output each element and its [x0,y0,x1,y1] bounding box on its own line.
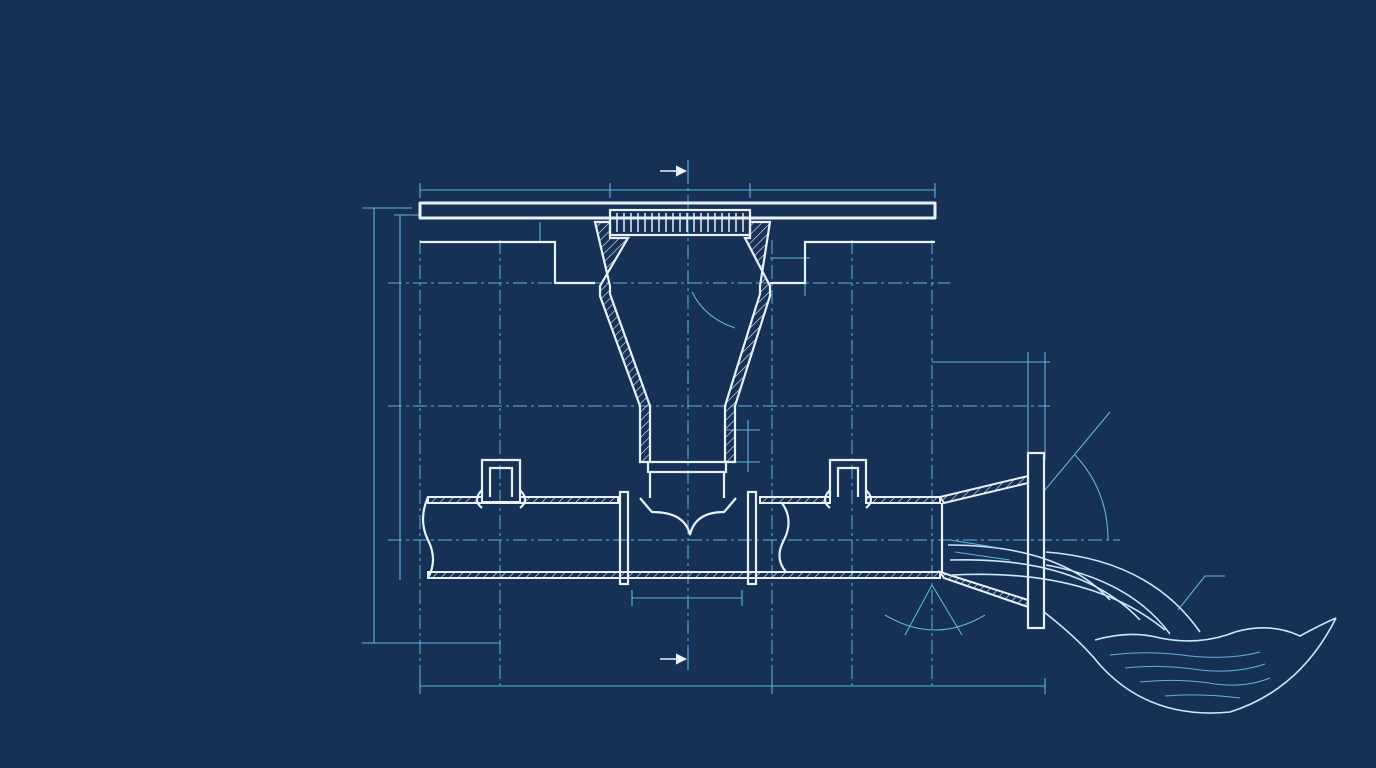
main-pipe [421,496,941,579]
hopper [593,220,772,498]
water-basin [1043,611,1337,714]
diffuser-outlet [937,451,1046,630]
couplings [618,490,758,586]
top-plate [418,201,937,285]
nozzle-left [475,458,527,509]
outlet-flange [1026,451,1046,630]
dimension-lines [362,160,1225,694]
water-discharge [947,539,1201,635]
grate-slots [616,213,744,232]
nozzle-right [823,458,873,509]
